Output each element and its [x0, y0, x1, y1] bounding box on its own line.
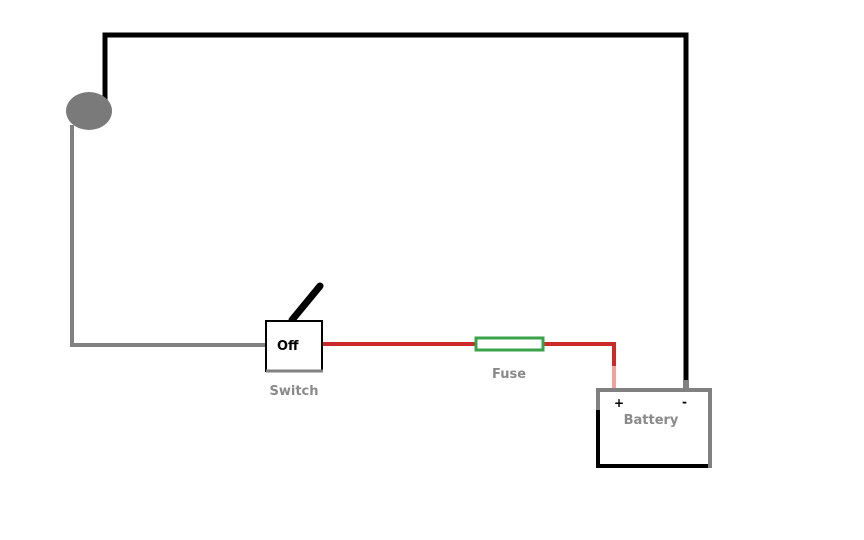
switch-lever: [288, 282, 324, 324]
switch-label: Switch: [269, 384, 318, 399]
black-wire: [102, 32, 689, 389]
lamp-icon: [66, 92, 112, 130]
battery-minus-label: -: [682, 395, 687, 409]
fuse-icon: [474, 336, 545, 352]
fuse-label: Fuse: [492, 367, 526, 382]
gray-wire: [70, 125, 266, 347]
battery-label: Battery: [624, 413, 679, 428]
battery-plus-label: +: [614, 396, 624, 410]
switch-state-label: Off: [277, 339, 299, 354]
switch-icon: [265, 320, 323, 372]
red-wire: [323, 342, 616, 366]
battery-icon: [596, 388, 712, 468]
